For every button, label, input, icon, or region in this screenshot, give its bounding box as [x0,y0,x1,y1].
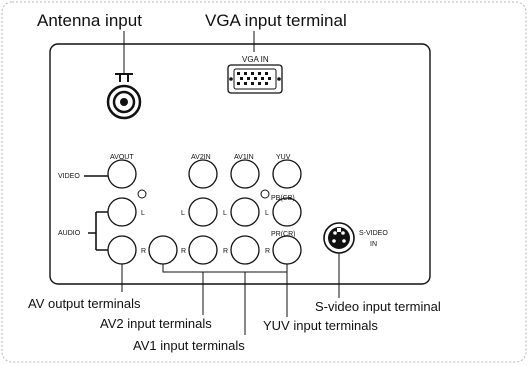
right-label: R [265,248,270,255]
antenna-symbol-icon [115,73,133,82]
vga-connector [227,64,283,94]
vga-input-terminal-label: VGA input terminal [205,11,347,30]
av1-audio-left-jack [230,197,260,227]
yuv-input-terminals-label: YUV input terminals [263,318,378,333]
antenna-jack [106,84,142,120]
antenna-input-label: Antenna input [37,11,142,30]
indicator-dot [137,189,147,199]
yuv-pr-jack [272,235,302,265]
av-output-terminals-label: AV output terminals [28,296,141,311]
svideo-input-terminal-label: S-video input terminal [315,299,441,314]
audio-bracket-line [88,211,108,251]
audio-label: AUDIO [58,230,81,237]
left-label: L [265,210,269,217]
svideo-connector [323,222,355,254]
pb-label: PB(CB) [271,195,295,202]
video-label: VIDEO [58,173,80,180]
left-label: L [223,210,227,217]
av-out-audio-right-jack [107,235,137,265]
left-label: L [181,210,185,217]
left-label: L [141,210,145,217]
av-out-video-jack [107,159,137,189]
vga-in-label: VGA IN [242,55,269,64]
svideo-label-line1: S-VIDEO [359,230,388,237]
av2-audio-right-jack [148,235,178,265]
av2-audio-left-jack [188,197,218,227]
right-label: R [141,248,146,255]
av-out-audio-left-jack [107,197,137,227]
av2-video-jack [188,159,218,189]
yuv-pb-jack [272,197,302,227]
yuv-header: YUV [276,154,291,161]
right-label: R [181,248,186,255]
indicator-dot [260,189,270,199]
av-out-header: AVOUT [110,154,134,161]
right-label: R [223,248,228,255]
av1-input-terminals-label: AV1 input terminals [133,338,245,353]
av2-input-terminals-label: AV2 input terminals [100,316,212,331]
av2-in-header: AV2IN [191,154,211,161]
svideo-label-line2: IN [370,241,377,248]
extra-audio-right-jack [230,235,260,265]
pr-label: PR(CR) [271,231,296,238]
av1-in-header: AV1IN [234,154,254,161]
yuv-y-jack [272,159,302,189]
av1-audio-right-jack [188,235,218,265]
input-group-bracket [162,264,288,273]
av1-video-jack [230,159,260,189]
